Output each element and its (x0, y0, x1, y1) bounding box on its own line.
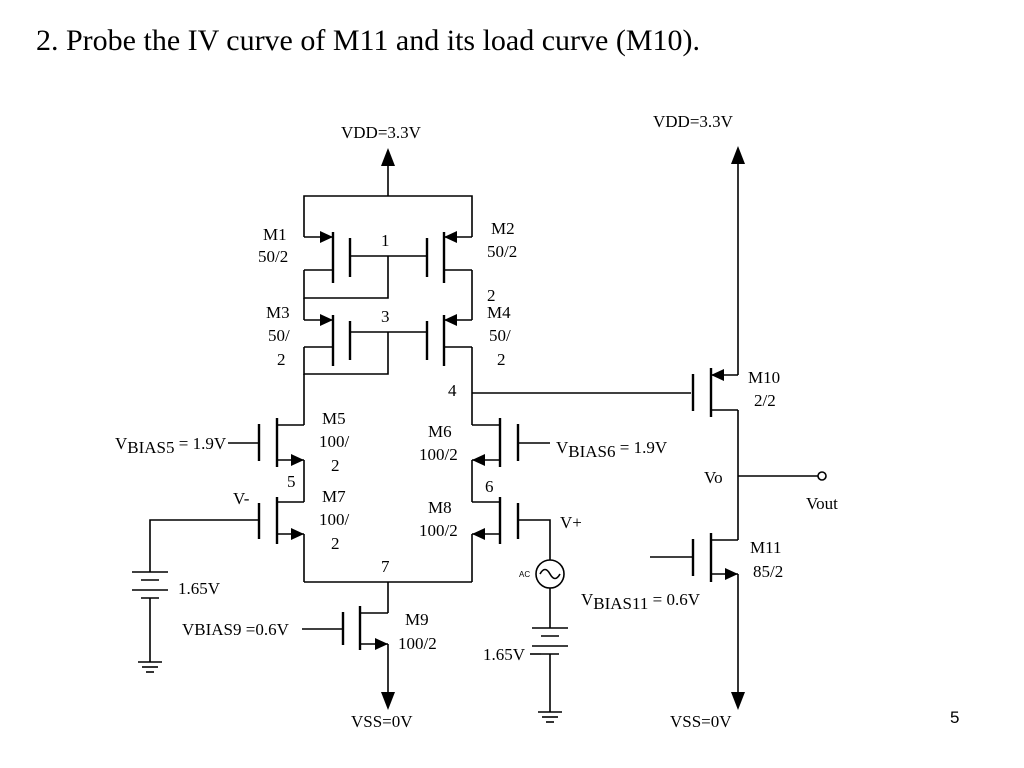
vbias11-label: VBIAS11 = 0.6V (581, 590, 701, 613)
m11-name: M11 (750, 538, 782, 557)
m5-size-b: 2 (331, 456, 340, 475)
dc-source-right-label: 1.65V (483, 645, 526, 664)
node-4-label: 4 (448, 381, 457, 400)
vbias5-label: VBIAS5 = 1.9V (115, 434, 227, 457)
node-6-label: 6 (485, 477, 494, 496)
vplus-label: V+ (560, 513, 582, 532)
m8-size: 100/2 (419, 521, 458, 540)
m7-size-b: 2 (331, 534, 340, 553)
output-stage-wires (650, 146, 827, 710)
m3-size-a: 50/ (268, 326, 290, 345)
m6-size: 100/2 (419, 445, 458, 464)
dc-source-left-label: 1.65V (178, 579, 221, 598)
m1-size: 50/2 (258, 247, 288, 266)
m3-name: M3 (266, 303, 290, 322)
m7-size-a: 100/ (319, 510, 350, 529)
vbias6-label: VBIAS6 = 1.9V (556, 438, 668, 461)
m7-name: M7 (322, 487, 346, 506)
vminus-label: V- (233, 489, 250, 508)
vss-left-label: VSS=0V (351, 712, 413, 731)
m10-name: M10 (748, 368, 780, 387)
m4-size-b: 2 (497, 350, 506, 369)
m9-size: 100/2 (398, 634, 437, 653)
m10-size: 2/2 (754, 391, 776, 410)
vss-right-label: VSS=0V (670, 712, 732, 731)
node-3-label: 3 (381, 307, 390, 326)
m5-size-a: 100/ (319, 432, 350, 451)
m4-size-a: 50/ (489, 326, 511, 345)
m1-name: M1 (263, 225, 287, 244)
m2-size: 50/2 (487, 242, 517, 261)
m4-name: M4 (487, 303, 511, 322)
ac-source-label: AC (519, 570, 530, 579)
vdd-left-label: VDD=3.3V (341, 123, 422, 142)
left-circuit-wires (132, 148, 691, 723)
m6-name: M6 (428, 422, 452, 441)
vdd-right-label: VDD=3.3V (653, 112, 734, 131)
slide-title: 2. Probe the IV curve of M11 and its loa… (36, 24, 701, 57)
node-1-label: 1 (381, 231, 390, 250)
node-2-label: 2 (487, 286, 496, 305)
node-5-label: 5 (287, 472, 296, 491)
m5-name: M5 (322, 409, 346, 428)
m2-name: M2 (491, 219, 515, 238)
node-7-label: 7 (381, 557, 390, 576)
m8-name: M8 (428, 498, 452, 517)
m9-name: M9 (405, 610, 429, 629)
page-number: 5 (950, 708, 960, 727)
vout-label: Vout (806, 494, 838, 513)
node-vo-label: Vo (704, 468, 723, 487)
m11-size: 85/2 (753, 562, 783, 581)
vbias9-label: VBIAS9 =0.6V (182, 620, 290, 639)
m3-size-b: 2 (277, 350, 286, 369)
